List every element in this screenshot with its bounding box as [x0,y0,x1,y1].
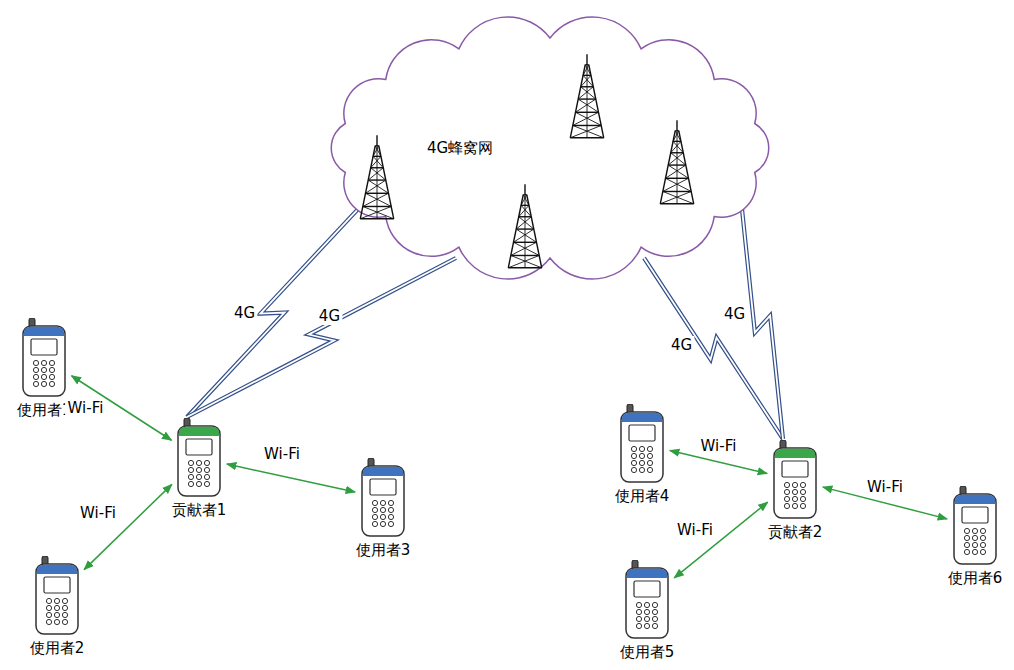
phone-icon [950,486,1000,566]
device-label: 贡献者2 [768,523,823,541]
phone-icon [174,418,224,498]
cellular-label: 4G [317,307,342,325]
device-label: 使用者1 [17,401,72,419]
wifi-label: Wi-Fi [78,504,118,522]
wifi-label: Wi-Fi [865,478,905,496]
wifi-label: Wi-Fi [66,399,106,417]
cellular-link [187,209,358,417]
phone-icon [622,560,672,640]
phone-node: 使用者2 [30,556,85,657]
cell-tower [508,184,541,268]
phone-icon [358,458,408,538]
phone-icon [32,556,82,636]
phone-icon [617,404,667,484]
cell-tower [360,135,393,219]
device-label: 使用者3 [356,541,411,559]
device-label: 使用者5 [620,643,675,661]
phone-node: 使用者5 [620,560,675,661]
phone-node: 使用者4 [615,404,670,505]
cell-tower [660,120,693,204]
cellular-link [187,258,456,417]
phone-node: 贡献者2 [768,440,823,541]
cellular-link [644,258,783,439]
phone-node: 使用者1 [17,318,72,419]
cloud-outline [310,0,790,300]
phone-node: 贡献者1 [172,418,227,519]
wifi-label: Wi-Fi [675,521,715,539]
cellular-link [742,209,783,439]
cloud-text-holder: 4G蜂窝网 [427,139,493,157]
wifi-label: Wi-Fi [699,437,739,455]
cellular-label: 4G [232,304,257,322]
wifi-link [674,502,767,578]
phone-icon [19,318,69,398]
phone-node: 使用者3 [356,458,411,559]
phone-node: 使用者6 [948,486,1003,587]
cellular-network-cloud: 4G蜂窝网 [310,0,790,300]
device-label: 使用者2 [30,639,85,657]
wifi-link [84,484,172,569]
wifi-link [227,464,355,492]
cellular-label: 4G [669,336,694,354]
cell-tower [570,54,603,138]
device-label: 使用者4 [615,487,670,505]
device-label: 使用者6 [948,569,1003,587]
network-label: 4G蜂窝网 [427,139,493,157]
phone-icon [770,440,820,520]
cellular-label: 4G [722,305,747,323]
device-label: 贡献者1 [172,501,227,519]
wifi-label: Wi-Fi [262,445,302,463]
